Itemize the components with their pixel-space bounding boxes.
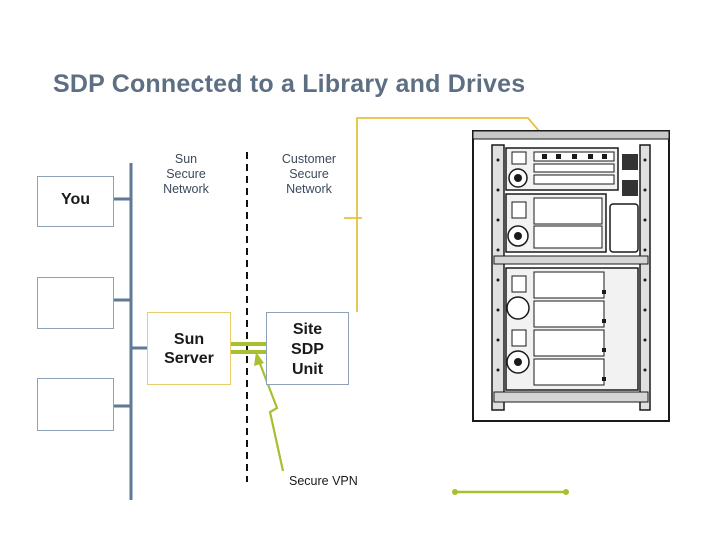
secure-vpn-arrowhead — [254, 352, 264, 366]
client-box-2 — [37, 277, 114, 329]
site-sdp-unit-box — [266, 312, 349, 385]
tape-library-rack-image — [472, 130, 670, 422]
zone-label-line: Network — [163, 182, 209, 196]
site-sdp-unit-label-line: SDP — [291, 341, 324, 358]
zone-label-line: Secure — [289, 167, 329, 181]
you-box — [37, 176, 114, 227]
zone-label-line: Network — [286, 182, 332, 196]
legend-link-dot — [563, 489, 569, 495]
sun-server-box — [147, 312, 231, 385]
sun-server-label-line: Sun — [173, 331, 205, 348]
customer-secure-network-label: Customer Secure Network — [276, 152, 342, 197]
site-sdp-unit-label-line: Unit — [291, 361, 324, 378]
zone-label-line: Sun — [174, 152, 198, 166]
sun-server-label-line: Server — [164, 350, 214, 367]
zone-label-line: Customer — [281, 152, 337, 166]
client-box-3 — [37, 378, 114, 431]
sun-secure-network-label: Sun Secure Network — [155, 152, 217, 197]
zone-label-line: Secure — [166, 167, 206, 181]
slide-title: SDP Connected to a Library and Drives — [53, 70, 526, 98]
secure-vpn-label: Secure VPN — [289, 474, 358, 488]
site-sdp-unit-label-line: Site — [292, 321, 323, 338]
site-sdp-unit-label: Site SDP Unit — [266, 320, 349, 380]
you-label: You — [60, 191, 91, 208]
sun-server-label: Sun Server — [147, 330, 231, 368]
legend-link-dot — [452, 489, 458, 495]
